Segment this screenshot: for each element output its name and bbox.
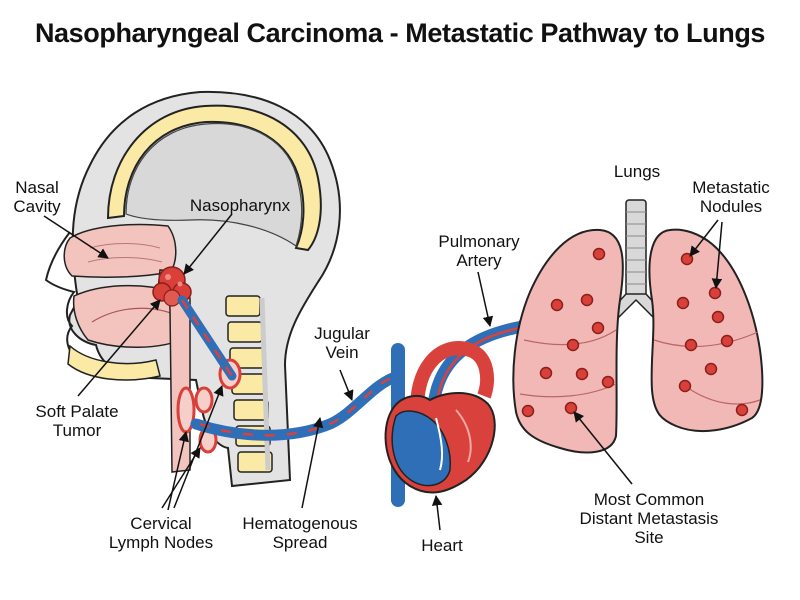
- brain: [125, 122, 303, 247]
- aortic-arch: [410, 341, 494, 421]
- label-soft-palate-tumor: Soft Palate Tumor: [35, 402, 119, 440]
- leader-pulmonary-artery: [477, 271, 494, 328]
- leader-soft-palate-tumor: [77, 299, 161, 397]
- heart: [384, 341, 496, 507]
- jaw-bone: [67, 344, 161, 381]
- label-lungs: Lungs: [613, 162, 661, 181]
- label-most-common-site: Most Common Distant Metastasis Site: [579, 490, 719, 547]
- leader-nodule-1: [689, 219, 719, 257]
- leader-hematogenous: [301, 416, 324, 509]
- left-lung: [648, 228, 764, 432]
- leader-nasal-cavity: [43, 215, 109, 259]
- leader-jugular-vein: [339, 369, 354, 401]
- leader-nasopharynx: [183, 213, 233, 275]
- label-cervical-lymph-nodes: Cervical Lymph Nodes: [108, 514, 214, 552]
- label-hematogenous-spread: Hematogenous Spread: [242, 514, 358, 552]
- leader-lines: [43, 213, 723, 531]
- metastatic-nodules: [521, 247, 749, 418]
- right-ventricle: [391, 410, 452, 487]
- label-pulmonary-artery: Pulmonary Artery: [438, 232, 520, 270]
- nasal-turbinates: [87, 243, 163, 263]
- label-nasopharynx: Nasopharynx: [189, 196, 291, 215]
- leader-lymph-node-3: [173, 385, 224, 509]
- leader-heart: [431, 494, 443, 531]
- head-neck-cross-section: [44, 90, 341, 488]
- label-heart: Heart: [421, 536, 463, 555]
- label-metastatic-nodules: Metastatic Nodules: [692, 178, 770, 216]
- nasopharynx-tumor: [152, 266, 192, 307]
- label-jugular-vein: Jugular Vein: [314, 324, 370, 362]
- lungs: [512, 199, 764, 454]
- leader-nodule-2: [711, 221, 723, 290]
- skull: [106, 104, 322, 252]
- leader-most-common-site: [573, 411, 633, 485]
- nasal-cavity: [63, 223, 177, 278]
- label-nasal-cavity: Nasal Cavity: [13, 178, 61, 216]
- diagram-title: Nasopharyngeal Carcinoma - Metastatic Pa…: [34, 18, 766, 48]
- leader-lymph-node-2: [167, 430, 189, 511]
